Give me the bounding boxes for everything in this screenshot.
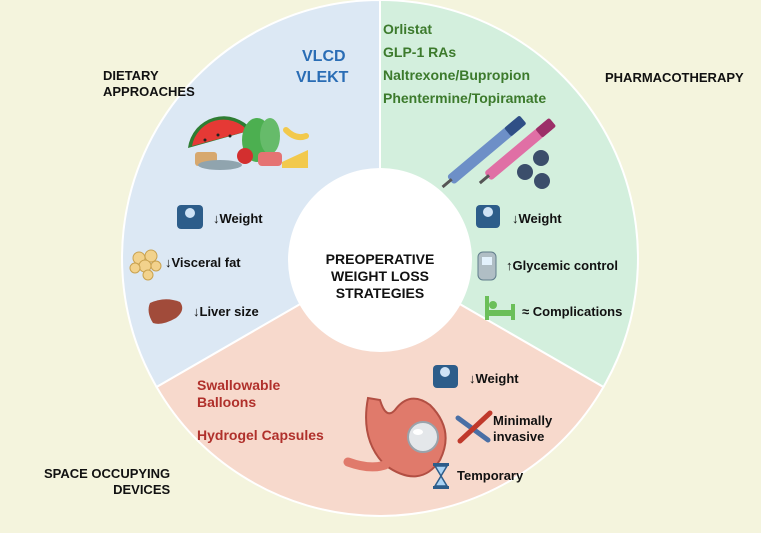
device-effect-weight: ↓Weight bbox=[469, 371, 519, 386]
device-hydrogel: Hydrogel Capsules bbox=[197, 427, 324, 443]
center-title: PREOPERATIVE WEIGHT LOSS STRATEGIES bbox=[325, 251, 435, 301]
scale-icon bbox=[433, 365, 458, 388]
food-icon bbox=[188, 116, 309, 170]
device-balloons: Swallowable Balloons bbox=[197, 377, 281, 410]
pharma-effect-weight: ↓Weight bbox=[512, 211, 562, 226]
pharma-effect-complications: ≈ Complications bbox=[522, 304, 623, 319]
pens-pills-icon bbox=[441, 116, 556, 189]
dietary-effect-liver-size: ↓Liver size bbox=[193, 304, 259, 319]
fat-cells-icon bbox=[129, 249, 162, 281]
hospital-bed-icon bbox=[485, 296, 515, 320]
stomach-icon bbox=[343, 396, 447, 478]
center-circle bbox=[288, 168, 472, 352]
device-effect-minimally-invasive: Minimally invasive bbox=[493, 413, 553, 444]
dietary-title: DIETARY APPROACHES bbox=[103, 68, 195, 99]
pharmacotherapy-title: PHARMACOTHERAPY bbox=[605, 70, 744, 85]
scalpel-crossed-icon bbox=[455, 410, 493, 444]
scale-icon bbox=[476, 205, 500, 228]
scale-icon bbox=[177, 205, 203, 229]
liver-icon bbox=[148, 299, 183, 324]
dietary-effect-weight: ↓Weight bbox=[213, 211, 263, 226]
drug-list: Orlistat GLP-1 RAs Naltrexone/Bupropion … bbox=[383, 21, 547, 106]
pharma-effect-glycemic: ↑Glycemic control bbox=[506, 258, 618, 273]
hourglass-icon bbox=[433, 463, 449, 489]
devices-title: SPACE OCCUPYING DEVICES bbox=[44, 466, 171, 497]
dietary-effect-visceral-fat: ↓Visceral fat bbox=[165, 255, 241, 270]
glucometer-icon bbox=[477, 251, 497, 281]
diet-list: VLCD VLEKT bbox=[296, 48, 349, 86]
device-effect-temporary: Temporary bbox=[457, 468, 524, 483]
sector-devices bbox=[155, 256, 605, 517]
